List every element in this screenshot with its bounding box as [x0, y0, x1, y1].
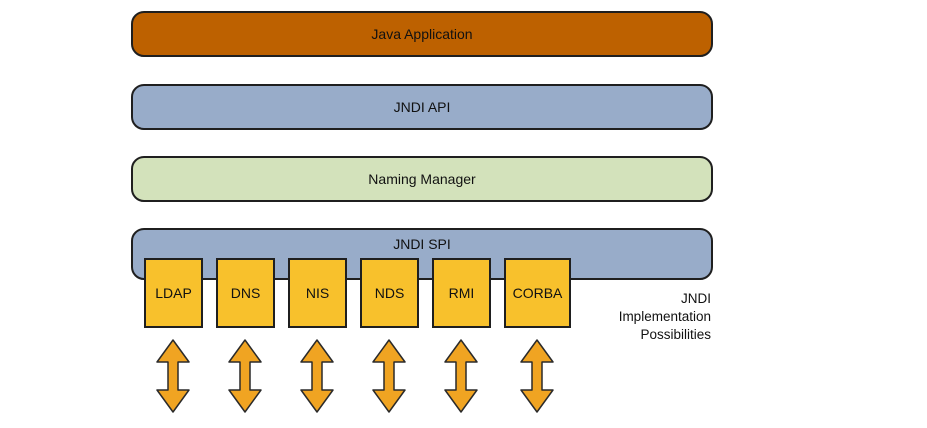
- impl-label-rmi: RMI: [448, 285, 475, 301]
- impl-box-ldap: LDAP: [144, 258, 203, 328]
- impl-label-ldap: LDAP: [155, 285, 192, 301]
- bidirectional-arrow-icon: [156, 339, 190, 413]
- bidirectional-arrow-icon: [372, 339, 406, 413]
- naming-manager-label: Naming Manager: [368, 171, 476, 187]
- bidirectional-arrow-icon: [228, 339, 262, 413]
- impl-box-dns: DNS: [216, 258, 275, 328]
- jndi-api-layer: JNDI API: [131, 84, 713, 130]
- caption-line-2: Implementation: [618, 309, 711, 324]
- impl-label-corba: CORBA: [512, 285, 563, 301]
- bidirectional-arrow-icon: [520, 339, 554, 413]
- bidirectional-arrow-icon: [300, 339, 334, 413]
- caption-line-3: Possibilities: [640, 327, 711, 342]
- implementation-caption: JNDI Implementation Possibilities: [578, 290, 711, 344]
- impl-label-dns: DNS: [230, 285, 261, 301]
- impl-box-rmi: RMI: [432, 258, 491, 328]
- impl-box-corba: CORBA: [504, 258, 571, 328]
- impl-box-nds: NDS: [360, 258, 419, 328]
- bidirectional-arrow-icon: [444, 339, 478, 413]
- naming-manager-layer: Naming Manager: [131, 156, 713, 202]
- impl-label-nds: NDS: [374, 285, 405, 301]
- impl-box-nis: NIS: [288, 258, 347, 328]
- jndi-spi-label: JNDI SPI: [393, 236, 451, 252]
- impl-label-nis: NIS: [305, 285, 330, 301]
- jndi-api-label: JNDI API: [393, 99, 451, 115]
- java-application-label: Java Application: [371, 26, 473, 42]
- java-application-layer: Java Application: [131, 11, 713, 57]
- caption-line-1: JNDI: [681, 291, 711, 306]
